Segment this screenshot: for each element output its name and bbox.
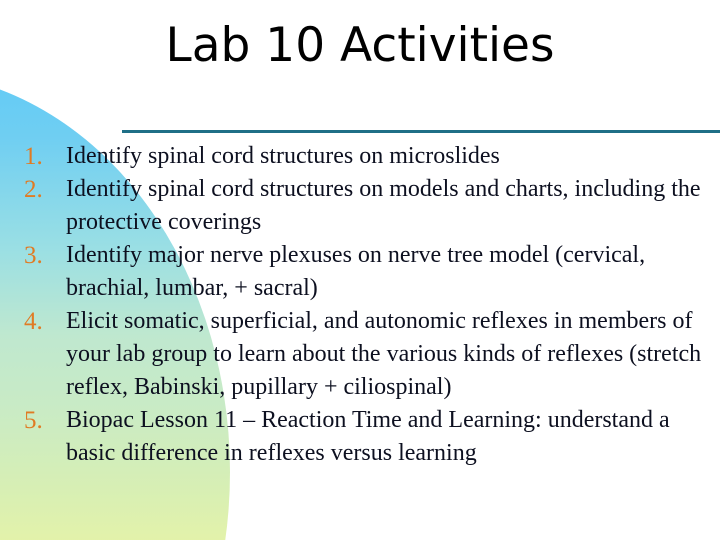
list-item-text: Identify spinal cord structures on model…: [66, 176, 701, 235]
list-item-text: Elicit somatic, superficial, and autonom…: [66, 308, 702, 400]
page-title: Lab 10 Activities: [165, 18, 555, 73]
title-divider-rule: [122, 130, 720, 133]
list-item-number: 2.: [24, 176, 43, 203]
activities-list: 1. Identify spinal cord structures on mi…: [14, 140, 720, 470]
list-item-number: 1.: [24, 143, 43, 170]
list-item-text: Identify spinal cord structures on micro…: [66, 143, 500, 169]
list-item: 5. Biopac Lesson 11 – Reaction Time and …: [14, 404, 720, 470]
list-item-text: Identify major nerve plexuses on nerve t…: [66, 242, 646, 301]
list-item-number: 5.: [24, 407, 43, 434]
list-item: 3. Identify major nerve plexuses on nerv…: [14, 239, 720, 305]
list-item: 2. Identify spinal cord structures on mo…: [14, 173, 720, 239]
list-item-text: Biopac Lesson 11 – Reaction Time and Lea…: [66, 407, 670, 466]
list-item: 4. Elicit somatic, superficial, and auto…: [14, 305, 720, 404]
list-item: 1. Identify spinal cord structures on mi…: [14, 140, 720, 173]
list-item-number: 4.: [24, 308, 43, 335]
list-item-number: 3.: [24, 242, 43, 269]
